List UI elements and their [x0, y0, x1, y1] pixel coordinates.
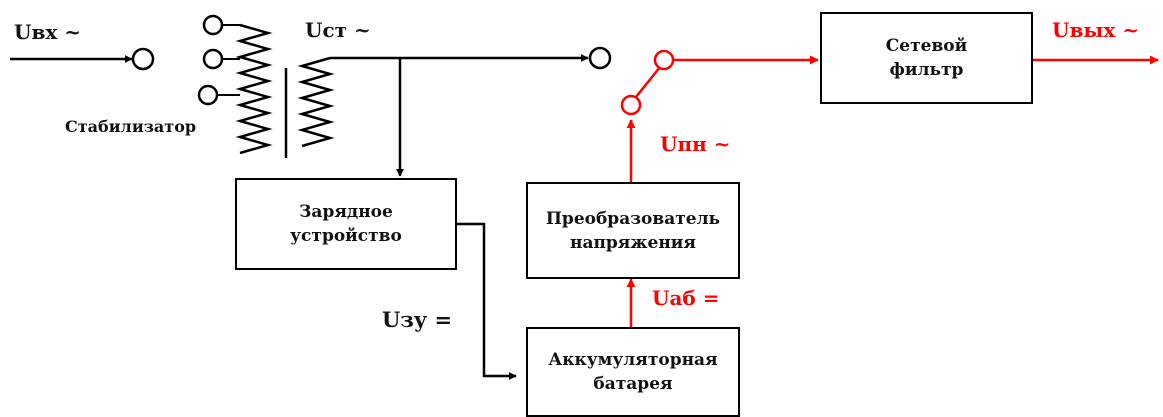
inverter-terminal — [620, 94, 642, 116]
converter-block: Преобразователь напряжения — [526, 182, 740, 279]
switch-common-terminal — [653, 49, 675, 71]
battery-block: Аккумуляторная батарея — [526, 327, 740, 417]
tap-terminal-1 — [202, 14, 224, 36]
converter-label-line2: напряжения — [570, 232, 696, 253]
primary-winding — [235, 23, 273, 155]
battery-label-line2: батарея — [593, 374, 673, 394]
filter-label-line1: Сетевой — [885, 36, 968, 56]
charger-block: Зарядное устройство — [235, 178, 457, 270]
mains-terminal — [588, 46, 612, 70]
charger-to-battery-wire — [457, 222, 517, 380]
battery-voltage-label: Uаб = — [652, 286, 720, 310]
filter-block: Сетевой фильтр — [820, 12, 1033, 104]
input-voltage-label: Uвх ~ — [14, 20, 81, 44]
stabilizer-label: Стабилизатор — [65, 117, 197, 136]
tap-terminal-3 — [197, 84, 219, 106]
secondary-winding — [297, 56, 335, 148]
charger-label-line2: устройство — [290, 226, 402, 246]
battery-label-line1: Аккумуляторная — [548, 350, 718, 370]
tap-terminal-2 — [202, 48, 224, 70]
filter-label-line2: фильтр — [889, 60, 964, 80]
charger-voltage-label: Uзу = — [382, 307, 453, 332]
input-terminal — [131, 47, 155, 71]
converter-label-line1: Преобразователь — [545, 208, 721, 229]
transfer-switch-blade — [635, 66, 661, 98]
output-voltage-label: Uвых ~ — [1052, 18, 1140, 42]
charger-label-line1: Зарядное — [299, 202, 393, 222]
stabilized-voltage-label: Uст ~ — [305, 18, 371, 42]
inverter-voltage-label: Uпн ~ — [660, 132, 731, 156]
